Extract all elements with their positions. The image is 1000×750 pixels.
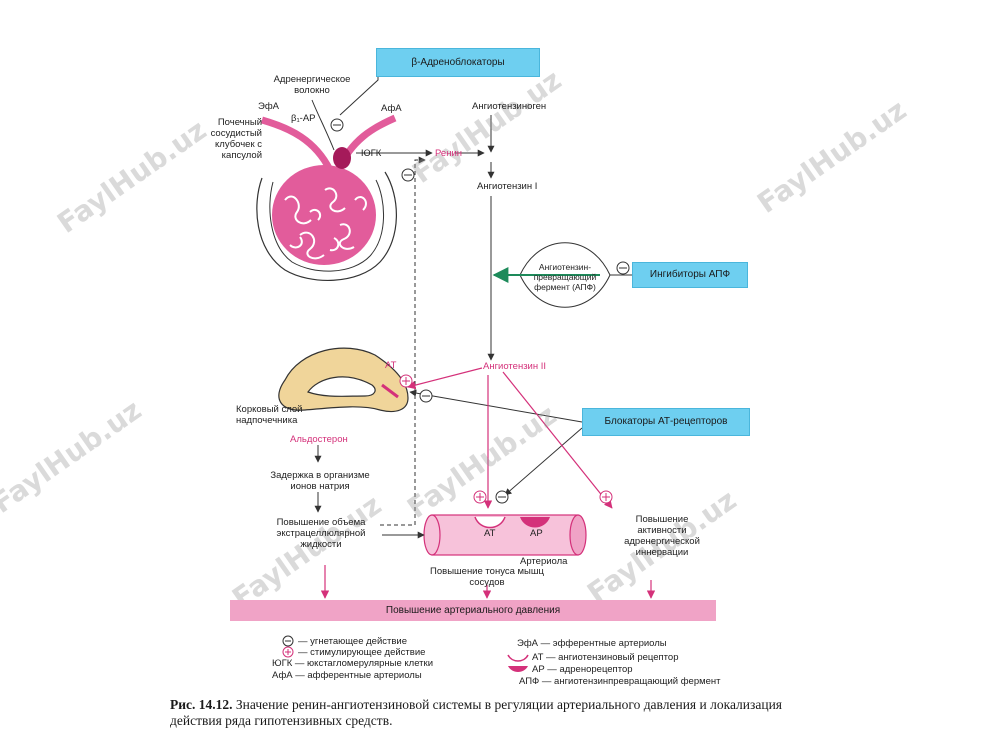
legend-efa: ЭфА — эфферентные артериолы [517,638,667,649]
legend-ar: АР — адренорецептор [532,664,633,675]
minus-symbol-adrenal [419,389,433,403]
b1ar-label: β₁-АР [291,113,316,124]
legend-plus: — стимулирующее действие [298,647,426,658]
figure-caption-text: Значение ренин-ангиотензиновой системы в… [170,697,783,728]
figure-caption: Рис. 14.12. Значение ренин-ангиотензинов… [170,697,810,729]
arteriole-label: Артериола [520,556,568,567]
glomerulus-graphic [256,99,397,282]
angiotensin-1-label: Ангиотензин I [477,181,538,192]
efa-label: ЭфА [258,101,279,112]
minus-symbol-beta [330,118,344,132]
adrenergic-activity-label: Повышение активности адренергической инн… [624,514,700,558]
afa-label: АфА [381,103,402,114]
arteriole-at-label: АТ [484,528,496,539]
plus-symbol-arteriole [473,490,487,504]
minus-symbol-ace [616,261,630,275]
figure-label: Рис. 14.12. [170,697,233,712]
legend-at: АТ — ангиотензиновый рецептор [532,652,679,663]
at-blockers-box: Блокаторы АТ-рецепторов [582,408,750,436]
legend-afa: АфА — афферентные артериолы [272,670,422,681]
arteriole-graphic [423,514,587,556]
legend-minus: — угнетающее действие [298,636,408,647]
aldosterone-label: Альдостерон [290,434,348,445]
renin-label: Ренин [435,148,463,159]
ace-inhibitors-box: Ингибиторы АПФ [632,262,748,288]
adrenal-at-label: АТ [385,360,397,371]
legend-at-symbol [507,654,529,662]
angiotensin-2-label: Ангиотензин II [483,361,547,372]
legend-ar-symbol [508,666,528,672]
plus-symbol-adrenergic [599,490,613,504]
legend-apf: АПФ — ангиотензинпревращающий фермент [519,676,721,687]
jgc-label: ЮГК [361,148,382,159]
bp-increase-bar: Повышение артериального давления [230,600,716,621]
beta-blockers-box: β-Адреноблокаторы [376,48,540,77]
plus-symbol-adrenal [399,374,413,388]
legend-jgc: ЮГК — юкстагломерулярные клетки [272,658,433,669]
vascular-tone-label: Повышение тонуса мышц сосудов [430,566,544,588]
legend-minus-symbol [282,635,294,647]
arteriole-ar-label: АР [530,528,543,539]
angiotensinogen-label: Ангиотензиноген [472,101,547,112]
ace-label: Ангиотензин-превращающий фермент (АПФ) [533,262,597,292]
minus-symbol-arteriole [495,490,509,504]
minus-symbol-feedback [401,168,415,182]
adrenal-cortex-label: Корковый слой надпочечника [236,404,303,426]
legend-plus-symbol [282,646,294,658]
ecf-volume-label: Повышение объема экстрацеллюлярной жидко… [276,517,366,550]
sodium-retention-label: Задержка в организме ионов натрия [270,470,370,492]
glomerulus-label: Почечный сосудистый клубочек с капсулой [210,117,262,161]
adrenal-cortex-graphic [278,347,409,413]
adrenergic-fiber-label: Адренергическое волокно [273,74,351,96]
